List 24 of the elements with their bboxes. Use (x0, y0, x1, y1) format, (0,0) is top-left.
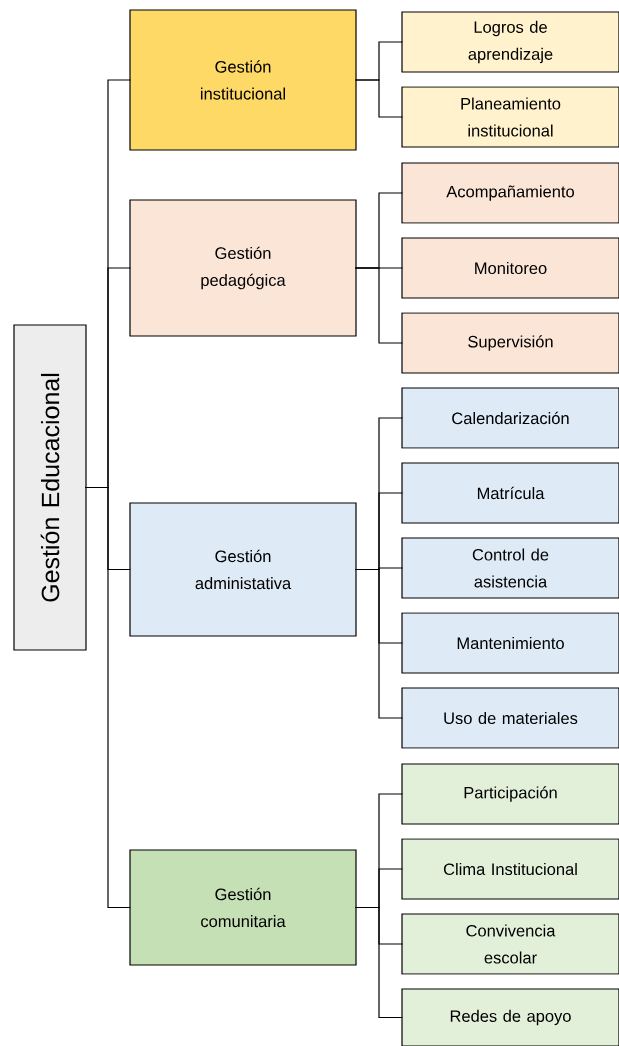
category-box: Gestión comunitaria (129, 849, 357, 966)
root-box: Gestión Educacional (13, 324, 87, 651)
leaf-box: Planeamiento institucional (401, 86, 619, 148)
leaf-box: Matrícula (401, 462, 619, 524)
connector-line (354, 79, 404, 118)
connector-line (354, 568, 404, 719)
leaf-box: Acompañamiento (401, 162, 619, 224)
leaf-box: Participación (401, 763, 619, 825)
leaf-box: Calendarización (401, 387, 619, 449)
leaf-box: Control de asistencia (401, 537, 619, 599)
connector-line (354, 267, 404, 344)
leaf-box: Uso de materiales (401, 687, 619, 749)
leaf-box: Monitoreo (401, 237, 619, 299)
leaf-box: Clima Institucional (401, 838, 619, 900)
connector-line (84, 486, 132, 909)
leaf-box: Supervisión (401, 312, 619, 374)
leaf-box: Logros de aprendizaje (401, 11, 619, 73)
category-box: Gestión pedagógica (129, 199, 357, 337)
leaf-box: Mantenimiento (401, 612, 619, 674)
leaf-box: Redes de apoyo (401, 988, 619, 1046)
category-box: Gestión institucional (129, 9, 357, 151)
category-box: Gestión administativa (129, 502, 357, 637)
leaf-box: Convivencia escolar (401, 913, 619, 975)
connector-line (354, 906, 404, 1019)
